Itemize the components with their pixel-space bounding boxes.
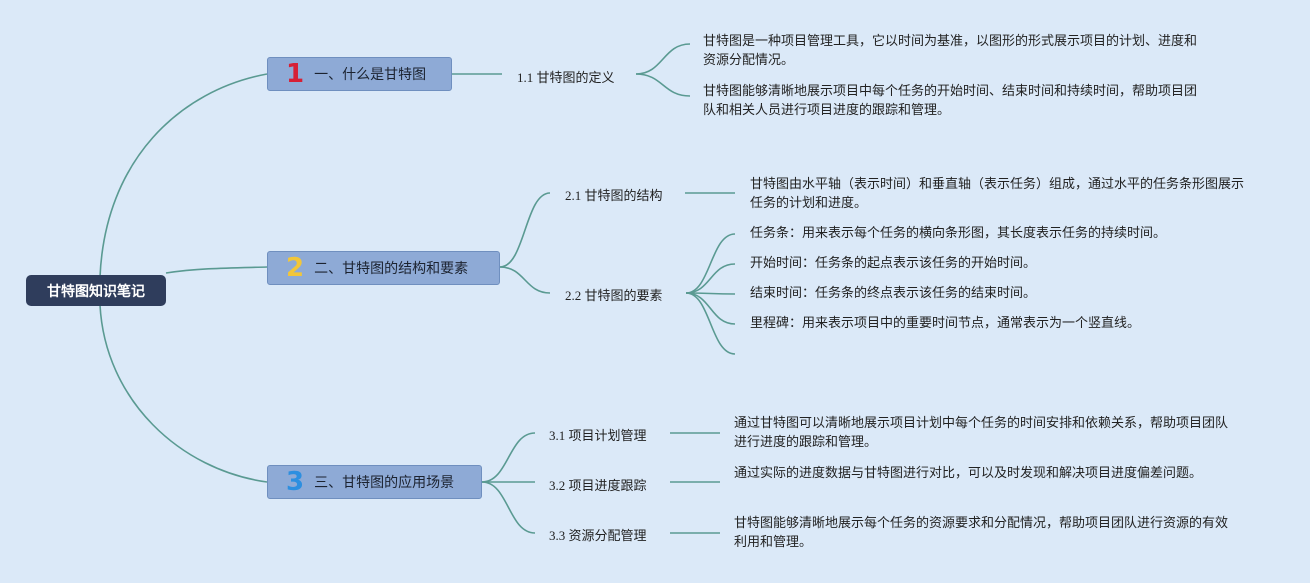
category-node-2[interactable]: 2 二、甘特图的结构和要素 — [267, 251, 500, 285]
leaf-2-1-1: 甘特图由水平轴（表示时间）和垂直轴（表示任务）组成，通过水平的任务条形图展示任务… — [750, 177, 1245, 211]
subtopic-label: 项目计划管理 — [568, 429, 647, 444]
leaf-2-2-3: 结束时间：任务条的终点表示该任务的结束时间。 — [750, 286, 1037, 301]
line-sub22-leaf2 — [685, 263, 736, 294]
section-number-3: 3 — [286, 467, 305, 497]
subtopic-1-1[interactable]: 1.1 甘特图的定义 — [517, 67, 615, 86]
leaf-1-1-2: 甘特图能够清晰地展示项目中每个任务的开始时间、结束时间和持续时间，帮助项目团队和… — [703, 84, 1198, 118]
line-cat3-sub31 — [481, 432, 536, 483]
root-label: 甘特图知识笔记 — [47, 283, 145, 300]
leaf-1-1-1: 甘特图是一种项目管理工具，它以时间为基准，以图形的形式展示项目的计划、进度和资源… — [703, 34, 1198, 68]
line-sub11-leaf2 — [635, 73, 691, 97]
root-to-category-line-3 — [99, 304, 268, 483]
line-sub11-leaf1 — [635, 43, 691, 75]
line-sub22-leaf1 — [685, 233, 736, 294]
root-to-category-line-2 — [165, 266, 268, 274]
category-node-1[interactable]: 1 一、什么是甘特图 — [267, 57, 452, 91]
section-number-2: 2 — [286, 253, 305, 283]
leaf-2-2-4: 里程碑：用来表示项目中的重要时间节点，通常表示为一个竖直线。 — [750, 316, 1141, 331]
line-sub22-leaf4 — [685, 292, 736, 325]
subtopic-3-1[interactable]: 3.1 项目计划管理 — [549, 425, 647, 444]
line-cat2-sub21 — [499, 192, 551, 268]
subtopic-label: 资源分配管理 — [568, 529, 647, 544]
subtopic-2-1[interactable]: 2.1 甘特图的结构 — [565, 185, 663, 204]
root-node[interactable]: 甘特图知识笔记 — [26, 275, 166, 306]
line-cat3-sub33 — [481, 481, 536, 534]
subtopic-number: 2.2 — [565, 288, 582, 303]
leaf-2-2-1: 任务条：用来表示每个任务的横向条形图，其长度表示任务的持续时间。 — [750, 226, 1167, 241]
subtopic-number: 2.1 — [565, 188, 582, 203]
subtopic-2-2[interactable]: 2.2 甘特图的要素 — [565, 285, 663, 304]
leaf-2-2-2: 开始时间：任务条的起点表示该任务的开始时间。 — [750, 256, 1037, 271]
subtopic-number: 3.1 — [549, 428, 566, 443]
subtopic-label: 甘特图的结构 — [584, 189, 663, 204]
subtopic-label: 项目进度跟踪 — [568, 479, 647, 494]
subtopic-3-3[interactable]: 3.3 资源分配管理 — [549, 525, 647, 544]
line-cat2-sub22 — [499, 266, 551, 294]
subtopic-3-2[interactable]: 3.2 项目进度跟踪 — [549, 475, 647, 494]
category-title-2: 二、甘特图的结构和要素 — [314, 261, 469, 277]
leaf-3-2-1: 通过实际的进度数据与甘特图进行对比，可以及时发现和解决项目进度偏差问题。 — [734, 466, 1203, 481]
subtopic-number: 3.2 — [549, 478, 566, 493]
root-to-category-line-1 — [99, 73, 268, 278]
section-number-1: 1 — [286, 59, 305, 89]
line-sub22-leaf5 — [685, 292, 736, 355]
subtopic-label: 甘特图的要素 — [584, 289, 663, 304]
leaf-3-1-1: 通过甘特图可以清晰地展示项目计划中每个任务的时间安排和依赖关系，帮助项目团队进行… — [734, 416, 1229, 450]
subtopic-number: 1.1 — [517, 70, 534, 85]
category-title-1: 一、什么是甘特图 — [314, 67, 427, 83]
category-title-3: 三、甘特图的应用场景 — [314, 475, 455, 491]
subtopic-label: 甘特图的定义 — [536, 71, 615, 86]
subtopic-number: 3.3 — [549, 528, 566, 543]
category-node-3[interactable]: 3 三、甘特图的应用场景 — [267, 465, 482, 499]
leaf-3-3-1: 甘特图能够清晰地展示每个任务的资源要求和分配情况，帮助项目团队进行资源的有效利用… — [734, 516, 1229, 550]
